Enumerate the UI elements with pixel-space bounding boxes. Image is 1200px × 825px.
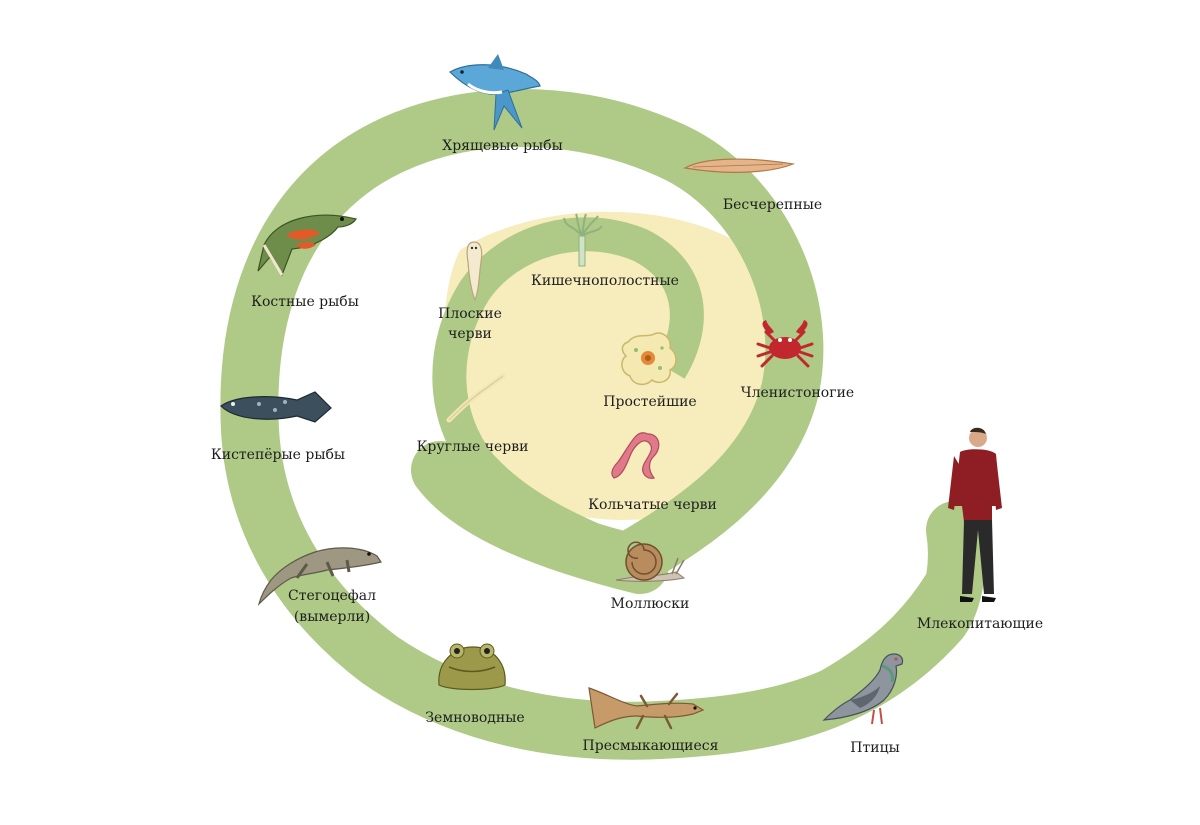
spiral-tail: [733, 523, 962, 722]
label-coelenterates: Кишечнополостные: [531, 273, 679, 289]
lizard-icon: [587, 684, 705, 730]
label-acrania: Бесчерепные: [722, 197, 823, 213]
human-icon: [938, 426, 1004, 602]
label-annelids: Кольчатые черви: [588, 497, 717, 513]
snail-icon: [614, 540, 686, 586]
label-flatworms-line1: Плоские: [438, 306, 502, 322]
hydra-icon: [562, 213, 603, 267]
outer-spiral-stroke: [220, 89, 986, 760]
label-stegocephalia-line1: Стегоцефал: [288, 588, 376, 604]
label-mammals: Млекопитающие: [916, 616, 1044, 632]
roundworm-icon: [445, 372, 507, 424]
label-protozoa: Простейшие: [603, 394, 697, 410]
label-stegocephalia-line2: (вымерли): [293, 609, 371, 625]
label-mollusks: Моллюски: [610, 596, 690, 612]
label-roundworms: Круглые черви: [416, 439, 529, 455]
label-bony-fish: Костные рыбы: [251, 294, 359, 310]
pigeon-icon: [820, 646, 906, 728]
label-lobe-finned-fish: Кистепёрые рыбы: [210, 447, 346, 463]
lancelet-icon: [683, 154, 796, 178]
shark-icon: [448, 52, 542, 131]
label-birds: Птицы: [850, 740, 900, 756]
label-amphibians: Земноводные: [425, 710, 525, 726]
frog-icon: [433, 637, 511, 693]
label-flatworms-line2: черви: [448, 326, 492, 342]
label-reptiles: Пресмыкающиеся: [582, 738, 719, 754]
label-cartilaginous-fish: Хрящевые рыбы: [442, 138, 563, 154]
label-arthropods: Членистоногие: [740, 385, 855, 401]
flatworm-icon: [463, 240, 485, 302]
stegocephalian-icon: [257, 538, 383, 606]
pike-icon: [256, 205, 360, 279]
earthworm-icon: [608, 428, 666, 484]
coelacanth-icon: [219, 388, 333, 428]
amoeba-icon: [618, 330, 680, 388]
crab-icon: [756, 318, 814, 370]
